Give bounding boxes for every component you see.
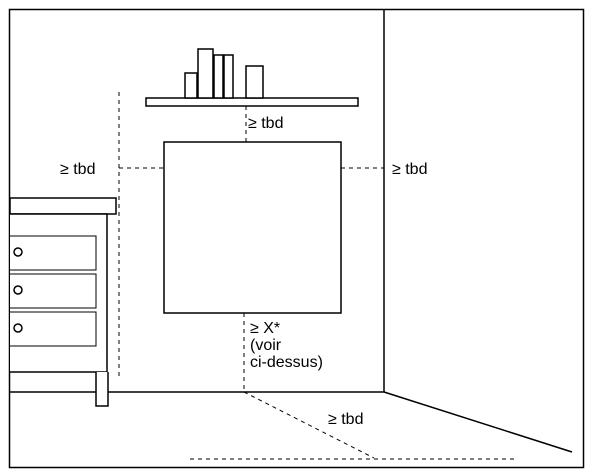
right-clearance-label: ≥ tbd: [392, 161, 427, 178]
dresser-top: [9, 197, 117, 215]
dresser: [9, 197, 117, 407]
drawer-knob: [13, 247, 23, 257]
diagram-border: [8, 8, 585, 469]
floor-clearance-label-line3: ci-dessus): [250, 354, 323, 371]
book: [223, 54, 234, 99]
drawer-knob: [13, 285, 23, 295]
dresser-leg: [95, 372, 109, 407]
floor-clearance-label-line2: (voir: [250, 337, 282, 354]
book: [197, 48, 214, 99]
dresser-body: [10, 213, 108, 373]
heater-panel: [163, 141, 342, 314]
book: [184, 72, 198, 99]
left-clearance-label: ≥ tbd: [60, 161, 95, 178]
drawer: [10, 311, 97, 347]
front-clearance-diagonal: [243, 391, 375, 459]
floor-right-line: [383, 391, 573, 453]
drawer: [10, 273, 97, 309]
drawer: [10, 235, 97, 271]
shelf-clearance-label: ≥ tbd: [248, 115, 283, 132]
book: [213, 54, 224, 99]
shelf-board: [145, 97, 359, 107]
front-clearance-label: ≥ tbd: [328, 411, 363, 428]
floor-clearance-label-line1: ≥ X*: [250, 320, 280, 337]
clearance-lines: [118, 92, 516, 460]
wall-shelf: [145, 48, 359, 107]
room-outline: [10, 10, 573, 453]
drawer-knob: [13, 323, 23, 333]
book: [245, 65, 264, 99]
